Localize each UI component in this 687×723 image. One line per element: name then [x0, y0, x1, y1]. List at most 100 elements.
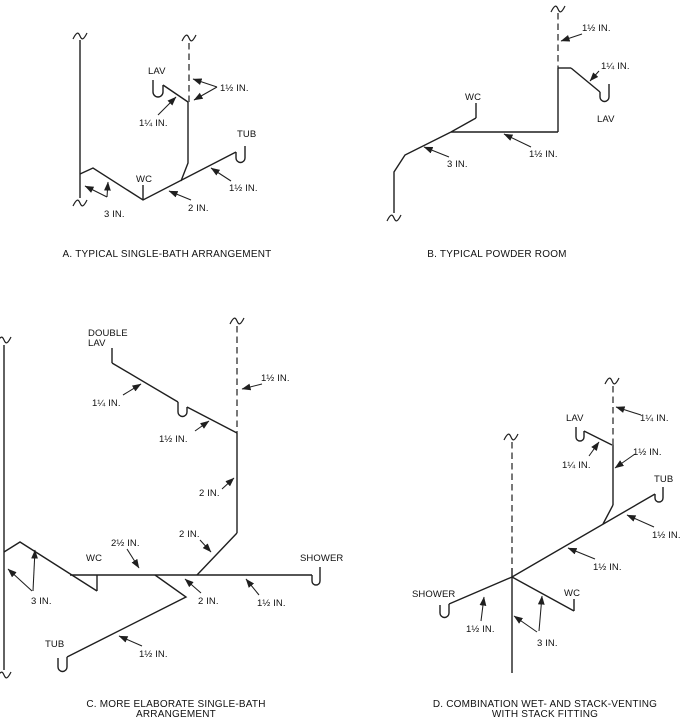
- vent-branch-size-label: 2 IN.: [179, 529, 200, 540]
- tub-fixture: [654, 487, 664, 503]
- lav-fixture: [575, 427, 585, 442]
- pipe-break-icon: [550, 5, 566, 13]
- vent-pipe: [180, 102, 189, 182]
- lav-arm-size-leader: [157, 96, 177, 116]
- tub-arm-size-leader: [626, 514, 655, 528]
- lav-arm-pipe: [162, 84, 189, 103]
- pipe-break-icon: [604, 377, 620, 385]
- wet-vent-drain-pipe: [448, 493, 656, 605]
- drain-size-leader: [567, 547, 596, 560]
- stack-size-leader2: [104, 181, 111, 198]
- vent-top-size-leader: [615, 406, 642, 416]
- drain-size-leader: [423, 146, 450, 158]
- stack-size-label: 3 IN.: [104, 209, 125, 220]
- wc-label: WC: [564, 588, 580, 599]
- tub-fixture: [235, 146, 246, 164]
- lav-label: LAV: [566, 413, 584, 424]
- lav-arm-size-label: 1¼ IN.: [601, 61, 630, 72]
- diagram-a: LAV TUB WC 1½ IN. 1¼ IN. 1½ IN. 2 IN. 3 …: [63, 32, 272, 260]
- caption-a: A. TYPICAL SINGLE-BATH ARRANGEMENT: [63, 249, 272, 260]
- lav-drain-pipe: [186, 406, 238, 434]
- stack-size-leader: [84, 185, 108, 198]
- caption-c-line2: ARRANGEMENT: [136, 709, 216, 718]
- pipe-break-icon: [386, 214, 402, 222]
- building-drain-pipe: [393, 131, 452, 213]
- tub-label: TUB: [654, 474, 673, 485]
- lav-arm-size-leader: [122, 383, 142, 396]
- lav-arm-size-leader: [589, 70, 600, 82]
- double-lav-label2: LAV: [88, 338, 106, 349]
- vent-branch-pipe: [196, 532, 238, 576]
- lav-label: LAV: [148, 66, 166, 77]
- lav-arm-pipe: [583, 430, 613, 446]
- tub-label: TUB: [237, 129, 256, 140]
- branch-size-label: 2 IN.: [188, 203, 209, 214]
- wc-branch-size-leader: [126, 548, 140, 569]
- vent-size-leader: [560, 33, 583, 42]
- vent-stack-size-leader: [221, 477, 235, 490]
- drain-mid-size-label: 2 IN.: [198, 596, 219, 607]
- stack-size-leader: [513, 615, 538, 633]
- double-lav-label: DOUBLE: [88, 328, 128, 339]
- diagram-d: 1¼ IN. LAV 1¼ IN. 1½ IN. TUB 1½ IN. 1½ I…: [412, 377, 681, 720]
- pipe-break-icon: [503, 433, 519, 441]
- lav-trap-fixture: [177, 402, 188, 418]
- stack-branch-pipe: [3, 541, 98, 592]
- branch-size-leader: [503, 133, 532, 148]
- shower-label: SHOWER: [300, 553, 343, 564]
- shower-arm-size-label: 1½ IN.: [466, 624, 495, 635]
- vent-size-label: 1½ IN.: [582, 23, 611, 34]
- pipe-break-icon: [0, 336, 12, 344]
- stack-size-leader2: [537, 595, 545, 632]
- main-drain-pipe: [79, 151, 237, 201]
- diagram-c: DOUBLE LAV 1¼ IN. 1½ IN. 1½ IN. 2 IN. 2 …: [0, 317, 343, 720]
- pipe-break-icon: [72, 199, 88, 207]
- tub-branch-pipe: [66, 574, 188, 658]
- branch-size-leader: [168, 190, 192, 201]
- vent-size-leader2: [193, 86, 218, 101]
- lav-fixture: [599, 84, 610, 103]
- vent-size-leader: [241, 383, 263, 391]
- diagram-b: 1½ IN. 1¼ IN. LAV WC 1½ IN. 3 IN. B. TYP…: [386, 5, 630, 260]
- tub-arm-size-label: 1½ IN.: [229, 183, 258, 194]
- pipe-break-icon: [181, 34, 197, 42]
- vent-top-size-label: 1¼ IN.: [640, 413, 669, 424]
- tub-arm-size-label: 1½ IN.: [652, 530, 681, 541]
- lav-fixture: [152, 80, 164, 98]
- lav-arm-size-label: 1¼ IN.: [139, 118, 168, 129]
- wc-branch-pipe: [450, 117, 477, 133]
- shower-fixture: [311, 567, 321, 586]
- tub-arm-size-label: 1½ IN.: [139, 649, 168, 660]
- wc-label: WC: [86, 553, 102, 564]
- vent-stack-size-label: 2 IN.: [199, 488, 220, 499]
- drain-mid-size-leader: [184, 578, 202, 594]
- tub-label: TUB: [45, 639, 64, 650]
- shower-arm-size-label: 1½ IN.: [257, 598, 286, 609]
- wc-branch-pipe: [511, 576, 575, 612]
- shower-arm-size-leader: [245, 578, 260, 596]
- lav-drain-size-leader: [194, 420, 210, 432]
- lav-drain-size-label: 1½ IN.: [159, 434, 188, 445]
- vent-size-leader: [192, 78, 218, 88]
- lav-arm-size-label: 1¼ IN.: [562, 460, 591, 471]
- shower-label: SHOWER: [412, 589, 455, 600]
- wc-branch-size-label: 2½ IN.: [111, 538, 140, 549]
- vent-size-leader: [614, 453, 636, 469]
- vent-branch-size-leader: [199, 539, 212, 553]
- lav-arm-pipe: [111, 362, 179, 403]
- pipe-break-icon: [72, 32, 88, 40]
- stack-size-label: 3 IN.: [537, 638, 558, 649]
- stack-size-leader2: [31, 549, 38, 592]
- branch-size-label: 1½ IN.: [529, 149, 558, 160]
- tub-arm-size-leader: [210, 167, 232, 182]
- shower-fixture: [439, 604, 450, 619]
- drain-size-label: 3 IN.: [447, 159, 468, 170]
- stack-size-leader: [7, 568, 33, 592]
- caption-d-line2: WITH STACK FITTING: [492, 709, 598, 718]
- pipe-break-icon: [229, 317, 245, 325]
- lav-label: LAV: [597, 114, 615, 125]
- caption-b: B. TYPICAL POWDER ROOM: [427, 249, 566, 260]
- pipe-break-icon: [0, 671, 12, 679]
